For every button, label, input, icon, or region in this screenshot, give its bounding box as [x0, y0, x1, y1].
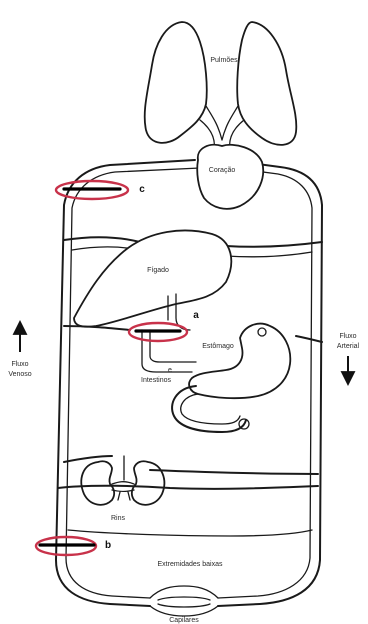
left-kidney — [81, 461, 114, 505]
intestines-conjunction: e — [168, 367, 172, 374]
stomach — [189, 324, 290, 399]
arterial-flow-arrow — [342, 356, 354, 384]
venous-flow-label-line1: Fluxo — [11, 361, 28, 368]
liver — [74, 230, 231, 326]
marker-c — [56, 181, 128, 199]
intestine-feed-vessel — [142, 330, 196, 372]
venous-flow-arrow — [14, 322, 26, 352]
extremities-loop — [68, 530, 312, 536]
left-lung — [145, 22, 207, 143]
liver-label: Fígado — [147, 267, 169, 274]
marker-a-label: a — [193, 310, 199, 321]
marker-a — [129, 323, 187, 341]
marker-c-label: c — [139, 184, 145, 195]
venous-flow-label-line2: Venoso — [8, 371, 31, 378]
right-lung — [237, 22, 296, 145]
lungs-label: Pulmões — [210, 57, 238, 64]
capillaries-label: Capilares — [169, 617, 199, 624]
stomach-label: Estômago — [202, 343, 234, 350]
right-kidney — [132, 461, 164, 505]
arterial-flow-label-line2: Arterial — [337, 343, 360, 350]
heart-label: Coração — [209, 167, 236, 174]
extremities-label: Extremidades baixas — [158, 561, 223, 568]
heart — [197, 145, 263, 209]
kidneys-label: Rins — [111, 515, 126, 522]
marker-b-label: b — [105, 540, 111, 551]
renal-vessels — [112, 456, 134, 500]
capillaries — [150, 586, 218, 616]
arterial-flow-label-line1: Fluxo — [339, 333, 356, 340]
intestines-label: Intestinos — [141, 377, 171, 384]
